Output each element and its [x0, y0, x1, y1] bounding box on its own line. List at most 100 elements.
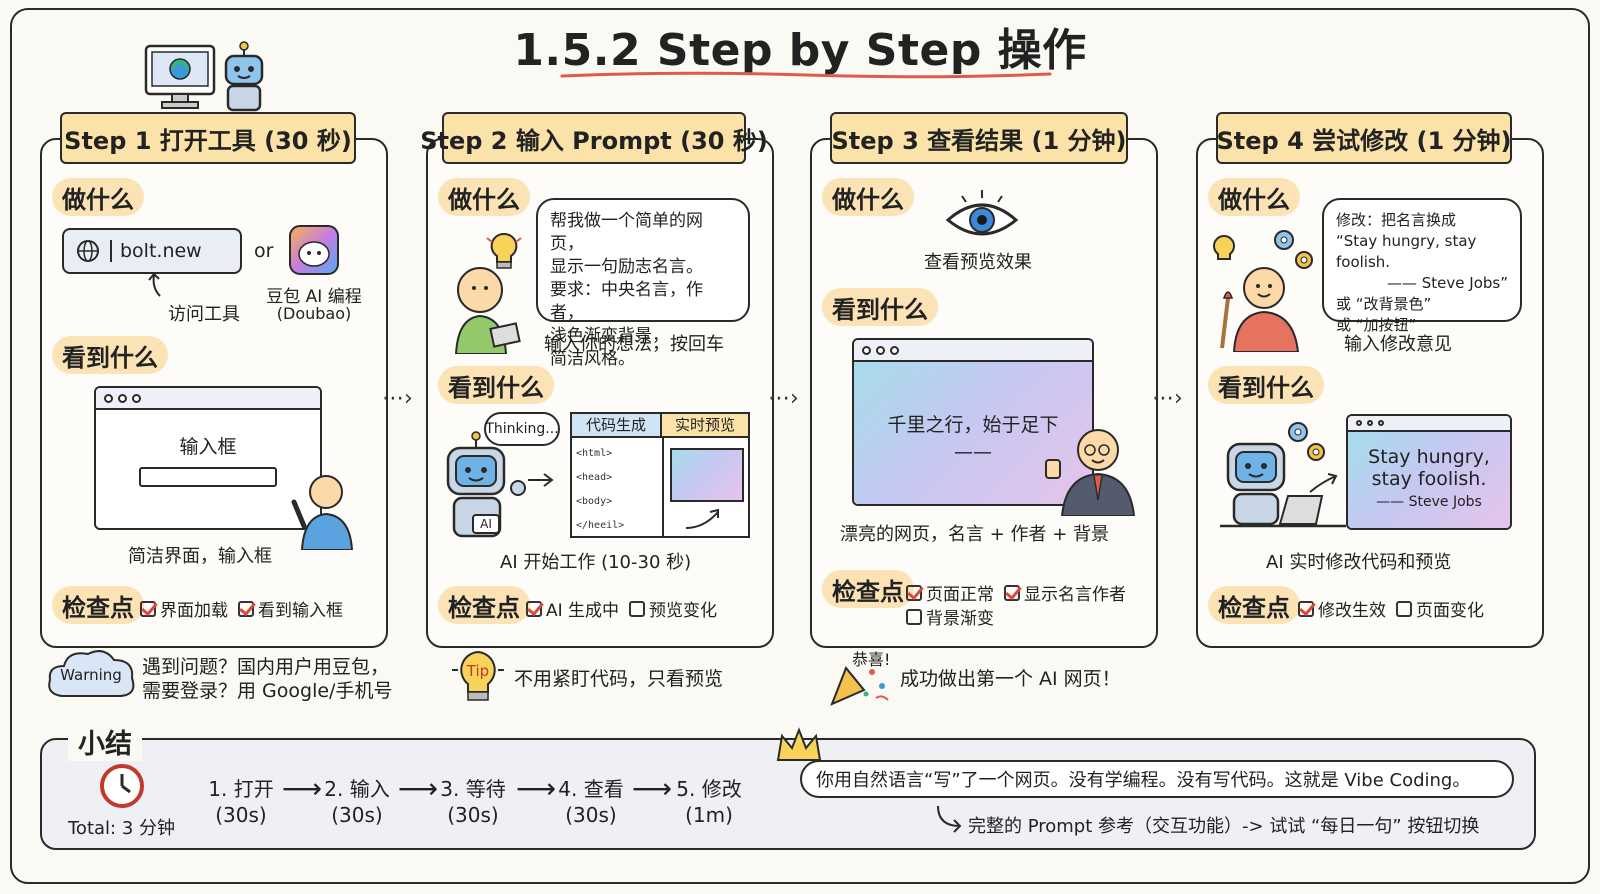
- curved-arrow-right-icon: [937, 805, 962, 833]
- painter-with-gears-illustration: [1213, 230, 1313, 352]
- modify-speech-bubble: 修改：把名言换成 “Stay hungry, stay foolish. —— …: [1322, 198, 1522, 334]
- summary-label: 小结: [68, 722, 142, 761]
- congrats-badge: 恭喜!: [852, 650, 891, 669]
- step-1-do-label: 做什么: [52, 178, 144, 216]
- quote-author-dash: ——: [954, 441, 992, 463]
- step-4-checklist: 修改生效 页面变化: [1298, 596, 1494, 621]
- flow-arrow-icon: ⟶: [516, 772, 557, 805]
- checkbox-preview-change[interactable]: 预览变化: [629, 596, 717, 621]
- preview-quote-author: —— Steve Jobs: [1376, 494, 1482, 510]
- visit-tool-caption: 访问工具: [168, 304, 240, 325]
- arrow-step1-to-step2: ⋯›: [382, 386, 413, 411]
- flow-arrow-icon: ⟶: [398, 772, 439, 805]
- code-lines: <html> <head> <body> </heeil>: [576, 448, 625, 531]
- summary-message-bubble: 你用自然语言“写”了一个网页。没有学编程。没有写代码。这就是 Vibe Codi…: [800, 760, 1514, 798]
- tip-badge: Tip: [466, 662, 490, 680]
- arrow-step2-to-step3: ⋯›: [768, 386, 799, 411]
- title-underline: [560, 71, 1052, 79]
- code-gen-tab[interactable]: 代码生成: [572, 414, 662, 436]
- step-4-check-label: 检查点: [1208, 586, 1300, 624]
- doubao-app-icon[interactable]: [288, 224, 340, 276]
- warning-line-1: 遇到问题？国内用户用豆包，: [142, 656, 390, 678]
- step-2-do-caption: 输入你的想法，按回车: [544, 334, 724, 355]
- preview-quote-line2: stay foolish.: [1371, 468, 1487, 490]
- step-3-do-label: 做什么: [822, 178, 914, 216]
- crown-icon: [776, 727, 822, 761]
- step-1-header: Step 1 打开工具 (30 秒): [60, 112, 356, 164]
- flow-arrow-icon: ⟶: [282, 772, 323, 805]
- warning-badge: Warning: [60, 666, 122, 684]
- checkbox-see-input[interactable]: 看到输入框: [238, 596, 343, 621]
- step-2-see-label: 看到什么: [438, 366, 554, 404]
- step-2-do-label: 做什么: [438, 178, 530, 216]
- robot-laptop-illustration: [1220, 422, 1346, 528]
- live-preview-tab[interactable]: 实时预览: [662, 414, 748, 436]
- input-box[interactable]: [139, 467, 277, 487]
- step-3-checklist-row2: 背景渐变: [906, 604, 1004, 629]
- step-3-checklist-row1: 页面正常 显示名言作者: [906, 580, 1136, 605]
- prompt-reference-link[interactable]: 完整的 Prompt 参考（交互功能）-> 试试 “每日一句” 按钮切换: [968, 816, 1480, 837]
- doubao-name-en: (Doubao): [276, 304, 352, 323]
- lightbulb-icon: [486, 232, 522, 269]
- step-3-see-label: 看到什么: [822, 288, 938, 326]
- prompt-speech-bubble: 帮我做一个简单的网页， 显示一句励志名言。 要求：中央名言，作者， 浅色渐变背景…: [536, 198, 750, 369]
- or-text: or: [254, 240, 274, 262]
- checkbox-interface-loaded[interactable]: 界面加载: [140, 596, 228, 621]
- tip-lightbulb-icon: [452, 650, 504, 701]
- step-1-check-label: 检查点: [52, 586, 144, 624]
- checkbox-page-normal[interactable]: 页面正常: [906, 580, 994, 605]
- user-pointing-illustration: [291, 475, 354, 550]
- step-3-see-caption: 漂亮的网页，名言 + 作者 + 背景: [840, 524, 1110, 545]
- curved-arrow-icon: [685, 508, 719, 529]
- thinking-bubble: Thinking...: [484, 412, 560, 446]
- checkbox-ai-generating[interactable]: AI 生成中: [526, 596, 619, 621]
- ai-badge: AI: [472, 514, 500, 534]
- ai-robot-illustration: [446, 431, 554, 538]
- flow-step-2: 2. 输入(30s): [324, 777, 390, 827]
- party-popper-icon: [830, 666, 889, 706]
- globe-icon: [77, 240, 99, 262]
- checkbox-change-effective[interactable]: 修改生效: [1298, 596, 1386, 621]
- input-box-label: 输入框: [179, 436, 237, 458]
- warning-cloud-icon: [48, 650, 135, 697]
- step-1-see-label: 看到什么: [52, 336, 168, 374]
- step-2-see-caption: AI 开始工作 (10-30 秒): [500, 552, 692, 573]
- thumbs-up-man-illustration: [1045, 429, 1136, 516]
- step-3-do-caption: 查看预览效果: [924, 252, 1032, 273]
- congrats-text: 成功做出第一个 AI 网页！: [900, 668, 1121, 690]
- doubao-name: 豆包 AI 编程: [266, 287, 362, 307]
- page-frame: [10, 8, 1590, 884]
- quote-text: 千里之行，始于足下: [887, 414, 1059, 436]
- page-title: 1.5.2 Step by Step 操作: [513, 25, 1087, 76]
- preview-quote-line1: Stay hungry,: [1368, 446, 1490, 468]
- url-bar[interactable]: bolt.new: [62, 228, 242, 274]
- flow-step-3: 3. 等待(30s): [440, 777, 506, 827]
- step-2-checklist: AI 生成中 预览变化: [526, 596, 727, 621]
- step-1-browser-window: 输入框: [94, 386, 322, 530]
- step-2-check-label: 检查点: [438, 586, 530, 624]
- code-preview-panel: 代码生成 实时预览 <html> <head> <body> </heeil>: [570, 412, 750, 538]
- warning-line-2: 需要登录？用 Google/手机号: [142, 680, 393, 702]
- step-4-do-label: 做什么: [1208, 178, 1300, 216]
- step-3-check-label: 检查点: [822, 570, 914, 608]
- checkbox-page-change[interactable]: 页面变化: [1396, 596, 1484, 621]
- step-4-see-caption: AI 实时修改代码和预览: [1266, 552, 1452, 573]
- step-1-checklist: 界面加载 看到输入框: [140, 596, 353, 621]
- person-illustration: [454, 267, 521, 354]
- checkbox-gradient-bg[interactable]: 背景渐变: [906, 604, 994, 629]
- step-1-see-caption: 简洁界面，输入框: [128, 546, 272, 567]
- total-time: Total: 3 分钟: [68, 818, 175, 839]
- step-4-see-label: 看到什么: [1208, 366, 1324, 404]
- flow-step-4: 4. 查看(30s): [558, 777, 624, 827]
- clock-icon: [100, 764, 144, 808]
- step-4-preview-window: Stay hungry, stay foolish. —— Steve Jobs: [1346, 414, 1512, 530]
- flow-step-1: 1. 打开(30s): [208, 777, 274, 827]
- arrow-step3-to-step4: ⋯›: [1152, 386, 1183, 411]
- eye-icon: [945, 190, 1019, 236]
- checkbox-show-quote-author[interactable]: 显示名言作者: [1004, 580, 1126, 605]
- step-4-header: Step 4 尝试修改 (1 分钟): [1216, 112, 1512, 164]
- url-text: bolt.new: [110, 240, 202, 262]
- step-4-do-caption: 输入修改意见: [1344, 334, 1452, 355]
- tip-text: 不用紧盯代码，只看预览: [514, 668, 724, 690]
- computer-robot-illustration: [144, 41, 264, 112]
